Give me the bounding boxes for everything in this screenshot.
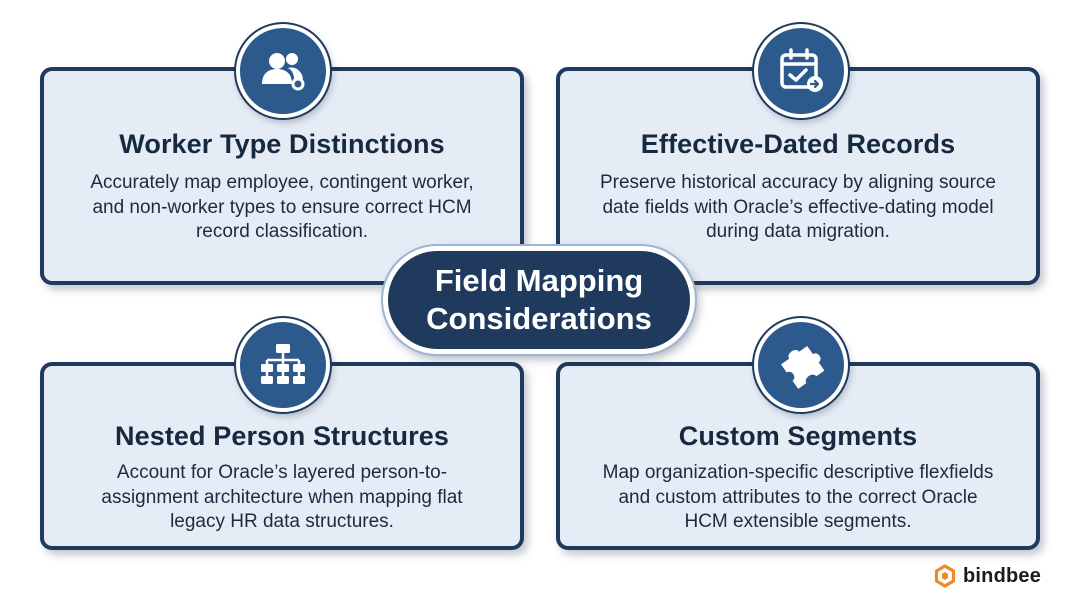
desc-line: date fields with Oracle’s effective-dati… (602, 196, 994, 218)
card-description: Account for Oracle’s layered person-to- … (66, 461, 498, 535)
desc-line: assignment architecture when mapping fla… (101, 486, 463, 508)
card-title: Nested Person Structures (114, 421, 449, 451)
calendar-icon-badge (754, 24, 848, 118)
desc-line: Map organization-specific descriptive fl… (602, 462, 994, 483)
center-title-pill: Field Mapping Considerations (383, 246, 695, 354)
desc-line: legacy HR data structures. (170, 511, 394, 532)
card-description: Accurately map employee, contingent work… (66, 171, 498, 245)
desc-line: Preserve historical accuracy by aligning… (599, 172, 996, 193)
card-nested-person: Nested Person Structures Account for Ora… (40, 362, 524, 550)
desc-line: Account for Oracle’s layered person-to- (116, 462, 448, 483)
card-description: Map organization-specific descriptive fl… (582, 461, 1014, 535)
card-description: Preserve historical accuracy by aligning… (582, 171, 1014, 245)
puzzle-icon (781, 345, 825, 389)
card-title: Custom Segments (678, 421, 918, 451)
center-title-line1: Field Mapping (434, 263, 644, 298)
desc-line: and non-worker types to ensure correct H… (92, 196, 472, 218)
center-title-line2: Considerations (426, 301, 652, 336)
users-icon (262, 53, 305, 91)
card-title: Worker Type Distinctions (119, 129, 445, 159)
hierarchy-icon-badge (236, 318, 330, 412)
users-icon-badge (236, 24, 330, 118)
desc-line: record classification. (195, 221, 369, 242)
desc-line: and custom attributes to the correct Ora… (618, 486, 978, 508)
card-title: Effective-Dated Records (640, 129, 956, 159)
desc-line: during data migration. (706, 221, 890, 242)
calendar-check-icon (780, 48, 823, 92)
brand-name: bindbee (963, 564, 1042, 587)
bindbee-logo: bindbee (934, 564, 1041, 588)
desc-line: HCM extensible segments. (684, 511, 912, 532)
puzzle-icon-badge (754, 318, 848, 412)
hexagon-logo-icon (934, 564, 956, 588)
hierarchy-icon (261, 344, 305, 384)
desc-line: Accurately map employee, contingent work… (90, 172, 474, 193)
